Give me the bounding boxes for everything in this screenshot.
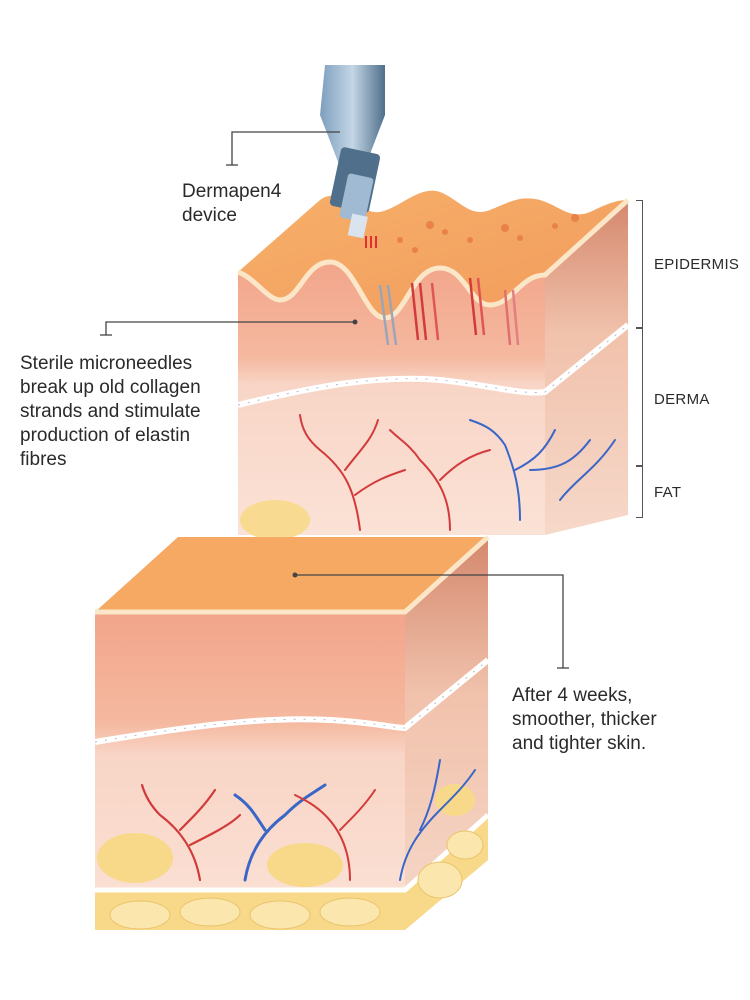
dermapen-device <box>320 65 385 248</box>
lower-top-surface <box>95 537 488 612</box>
derma-bracket <box>636 328 643 466</box>
device-leader <box>231 131 340 165</box>
fat-label: FAT <box>654 484 682 501</box>
derma-label: DERMA <box>654 391 710 408</box>
microneedles-label: Sterile microneedles break up old collag… <box>20 353 201 470</box>
upper-front-face <box>238 262 545 535</box>
epidermis-bracket <box>636 200 643 328</box>
upper-skin-block <box>236 190 630 540</box>
result-leader <box>295 574 564 668</box>
lower-skin-block <box>94 535 490 930</box>
microneedle-leader <box>105 321 355 335</box>
result-label: After 4 weeks, smoother, thicker and tig… <box>512 685 657 754</box>
upper-vessels <box>299 414 616 531</box>
device-label: Dermapen4 device <box>182 181 282 226</box>
fat-bracket <box>636 466 643 518</box>
epidermis-label: EPIDERMIS <box>654 256 740 273</box>
needle-channels <box>378 277 520 346</box>
upper-fat-cells <box>240 500 310 540</box>
leader-lines <box>100 131 569 669</box>
upper-membrane <box>237 322 630 408</box>
upper-top-surface <box>238 190 628 318</box>
lower-vessels <box>140 759 476 882</box>
lower-membrane <box>94 657 490 745</box>
